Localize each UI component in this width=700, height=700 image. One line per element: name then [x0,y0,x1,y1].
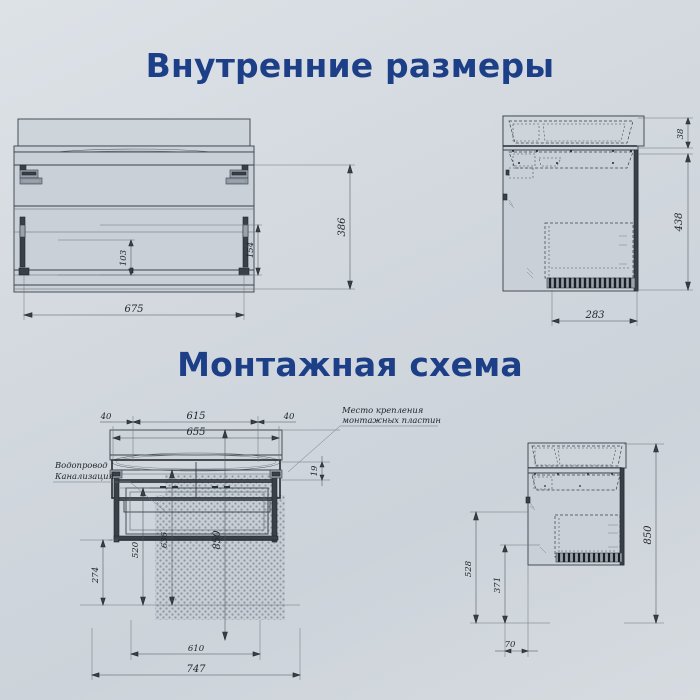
dim-528: 528 [464,560,474,577]
dim-283: 283 [584,310,604,321]
dim-850-front: 850 [212,530,223,550]
drawing-side-view-mounting: 850 528 371 70 [440,435,700,680]
dim-19: 19 [310,465,320,476]
dim-40-right: 40 [283,412,295,422]
annotation-mount-plates-line2: монтажных пластин [342,415,441,425]
dim-850-side: 850 [643,525,654,545]
dim-615: 615 [186,411,205,422]
annotation-plumbing-line1: Водопровод [54,460,108,470]
dim-675: 675 [124,304,143,315]
dim-438: 438 [674,212,685,232]
drawer-runner-lower-right [238,216,250,276]
dim-38: 38 [676,128,686,139]
bottom-runner-hatch [546,277,636,289]
dim-70: 70 [505,640,516,650]
dim-274: 274 [91,567,101,584]
drawer-runner-upper-right [225,164,249,185]
annotation-mount-plates-line1: Место крепления [341,405,423,415]
page-title-inner-dimensions: Внутренние размеры [145,46,555,85]
annotation-mount-plates: Место крепления монтажных пластин [287,405,441,473]
page-title-mounting-scheme: Монтажная схема [177,345,523,384]
drawer-runner-upper-left [19,164,43,185]
dim-520: 520 [131,541,141,558]
drawing-side-view-inner: 38 438 283 [465,108,700,333]
dim-636: 636 [160,531,170,548]
drawing-front-view-mounting: 40 615 40 655 Место крепления монтажных … [0,400,441,700]
dim-610: 610 [188,644,205,654]
annotation-plumbing: Водопровод Канализация [53,460,167,513]
dim-371: 371 [493,577,503,593]
drawing-front-view-inner: 675 386 154 103 [0,105,400,340]
dim-103: 103 [119,250,129,266]
dim-747: 747 [186,664,206,675]
dim-655: 655 [186,427,205,438]
annotation-plumbing-line2: Канализация [54,471,114,481]
dim-386: 386 [337,217,348,237]
dim-40-left: 40 [100,412,112,422]
bottom-runner-hatch-side [555,552,623,563]
dim-154: 154 [246,242,256,258]
drawer-runner-lower-left [18,216,30,276]
